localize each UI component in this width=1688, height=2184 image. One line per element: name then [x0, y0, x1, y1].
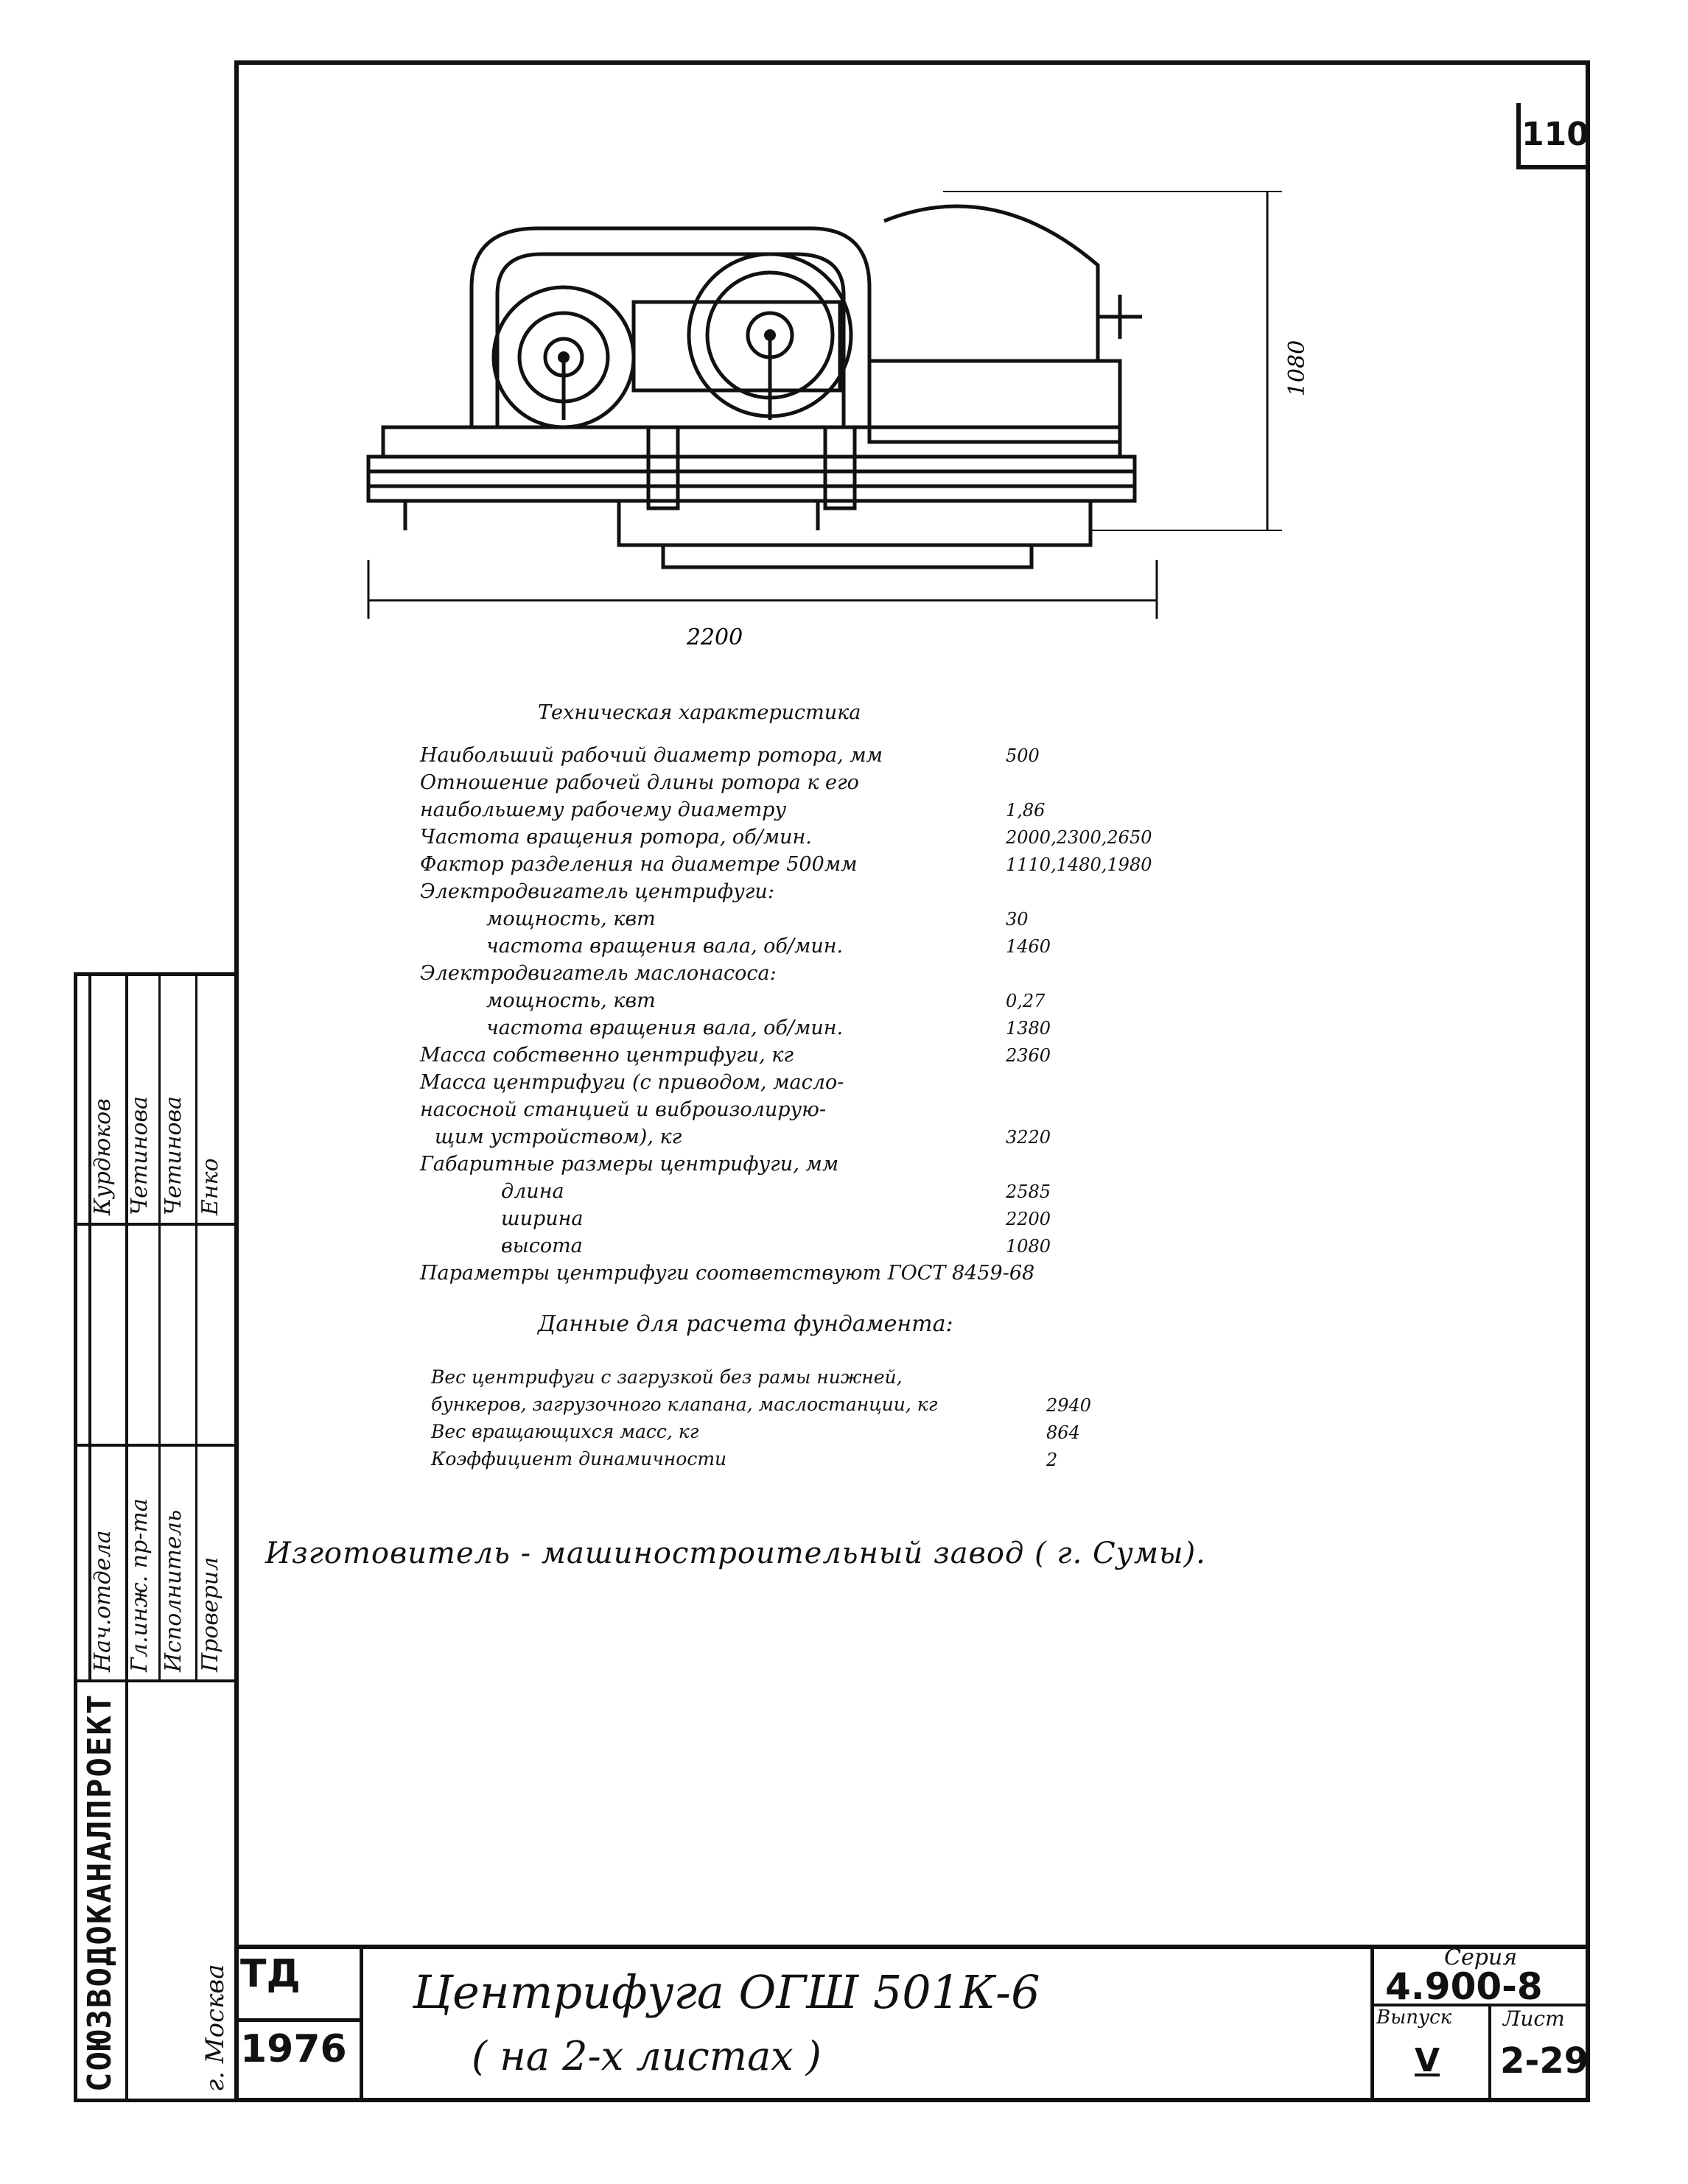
foundation-row-label: Вес центрифуги с загрузкой без рамы нижн… — [431, 1366, 903, 1388]
series-label: Серия — [1444, 1945, 1518, 1970]
spec-row-label: Габаритные размеры центрифуги, мм — [420, 1153, 839, 1176]
foundation-row-value: 2940 — [1046, 1395, 1092, 1416]
foundation-row-label: Вес вращающихся масс, кг — [431, 1421, 699, 1442]
org-city: г. Москва — [200, 1964, 230, 2093]
spec-row-value: 1380 — [1006, 1018, 1051, 1039]
spec-row-label: Масса собственно центрифуги, кг — [420, 1044, 794, 1067]
spec-row-label: Электродвигатель центрифуги: — [420, 880, 774, 903]
spec-row-value: 30 — [1006, 909, 1029, 930]
stamp-role: Исполнитель — [161, 1509, 186, 1672]
doc-year: 1976 — [240, 2027, 347, 2071]
spec-row-label: наибольшему рабочему диаметру — [420, 798, 787, 821]
doc-code: ТД — [240, 1952, 301, 1996]
dim-height: 1080 — [1284, 340, 1310, 396]
foundation-title: Данные для расчета фундамента: — [538, 1311, 953, 1337]
spec-row-label: мощность, квт — [486, 989, 656, 1012]
spec-row-label: Масса центрифуги (с приводом, масло- — [420, 1071, 844, 1094]
spec-row-value: 1110,1480,1980 — [1006, 854, 1152, 875]
spec-row-label: частота вращения вала, об/мин. — [486, 935, 844, 958]
spec-row-label: щим устройством), кг — [435, 1126, 682, 1148]
foundation-row-value: 2 — [1046, 1450, 1058, 1470]
issue-label: Выпуск — [1376, 2006, 1452, 2029]
sheet-value: 2-29 — [1500, 2040, 1589, 2082]
centrifuge-drawing: 2200 1080 — [366, 191, 1310, 650]
spec-row-label: ширина — [501, 1207, 584, 1230]
spec-row-label: длина — [501, 1180, 564, 1203]
spec-row-label: мощность, квт — [486, 907, 656, 930]
stamp-name: Четинова — [161, 1096, 186, 1215]
sheet-label: Лист — [1503, 2006, 1565, 2031]
foundation-row-label: Коэффициент динамичности — [431, 1448, 727, 1470]
foundation-row-label: бункеров, загрузочного клапана, маслоста… — [431, 1394, 938, 1415]
doc-title: Центрифуга ОГШ 501К-6 — [413, 1965, 1040, 2019]
spec-row-value: 3220 — [1006, 1127, 1051, 1148]
spec-row-label: Отношение рабочей длины ротора к его — [420, 771, 859, 794]
series-value: 4.900-8 — [1385, 1965, 1543, 2008]
spec-title: Техническая характеристика — [538, 701, 861, 724]
spec-row-value: 2360 — [1006, 1045, 1051, 1066]
stamp-role: Гл.инж. пр-та — [127, 1498, 153, 1672]
spec-row-value: 500 — [1006, 745, 1040, 766]
stamp-name: Енко — [197, 1158, 223, 1215]
spec-row-value: 1,86 — [1006, 800, 1046, 821]
spec-row-label: Фактор разделения на диаметре 500мм — [420, 853, 858, 876]
spec-row-value: 1460 — [1006, 936, 1051, 957]
spec-row-label: частота вращения вала, об/мин. — [486, 1016, 844, 1039]
doc-subtitle: ( на 2-х листах ) — [472, 2033, 822, 2079]
stamp-role: Проверил — [197, 1556, 223, 1672]
spec-row-label: высота — [501, 1235, 583, 1257]
spec-row-label: Наибольший рабочий диаметр ротора, мм — [420, 744, 883, 767]
sheet-number: 110 — [1516, 103, 1590, 169]
spec-row-label: Частота вращения ротора, об/мин. — [420, 826, 812, 849]
manufacturer-line: Изготовитель - машиностроительный завод … — [265, 1537, 1206, 1570]
foundation-row-value: 864 — [1046, 1422, 1080, 1443]
spec-row-value: 2200 — [1006, 1209, 1051, 1229]
stamp-role: Нач.отдела — [90, 1530, 116, 1672]
spec-row-value: 1080 — [1006, 1236, 1051, 1257]
stamp-name: Курдюков — [90, 1098, 116, 1215]
dim-length: 2200 — [686, 625, 743, 650]
org-name: СОЮЗВОДОКАНАЛПРОЕКТ — [81, 1693, 119, 2092]
spec-row-label: Параметры центрифуги соответствуют ГОСТ … — [420, 1262, 1035, 1285]
spec-row-value: 0,27 — [1006, 991, 1046, 1011]
spec-row-value: 2585 — [1006, 1181, 1051, 1202]
spec-row-value: 2000,2300,2650 — [1006, 827, 1152, 848]
stamp-name: Четинова — [127, 1096, 153, 1215]
issue-value: V — [1415, 2042, 1440, 2079]
spec-row-label: Электродвигатель маслонасоса: — [420, 962, 777, 985]
spec-row-label: насосной станцией и виброизолирую- — [420, 1098, 827, 1121]
